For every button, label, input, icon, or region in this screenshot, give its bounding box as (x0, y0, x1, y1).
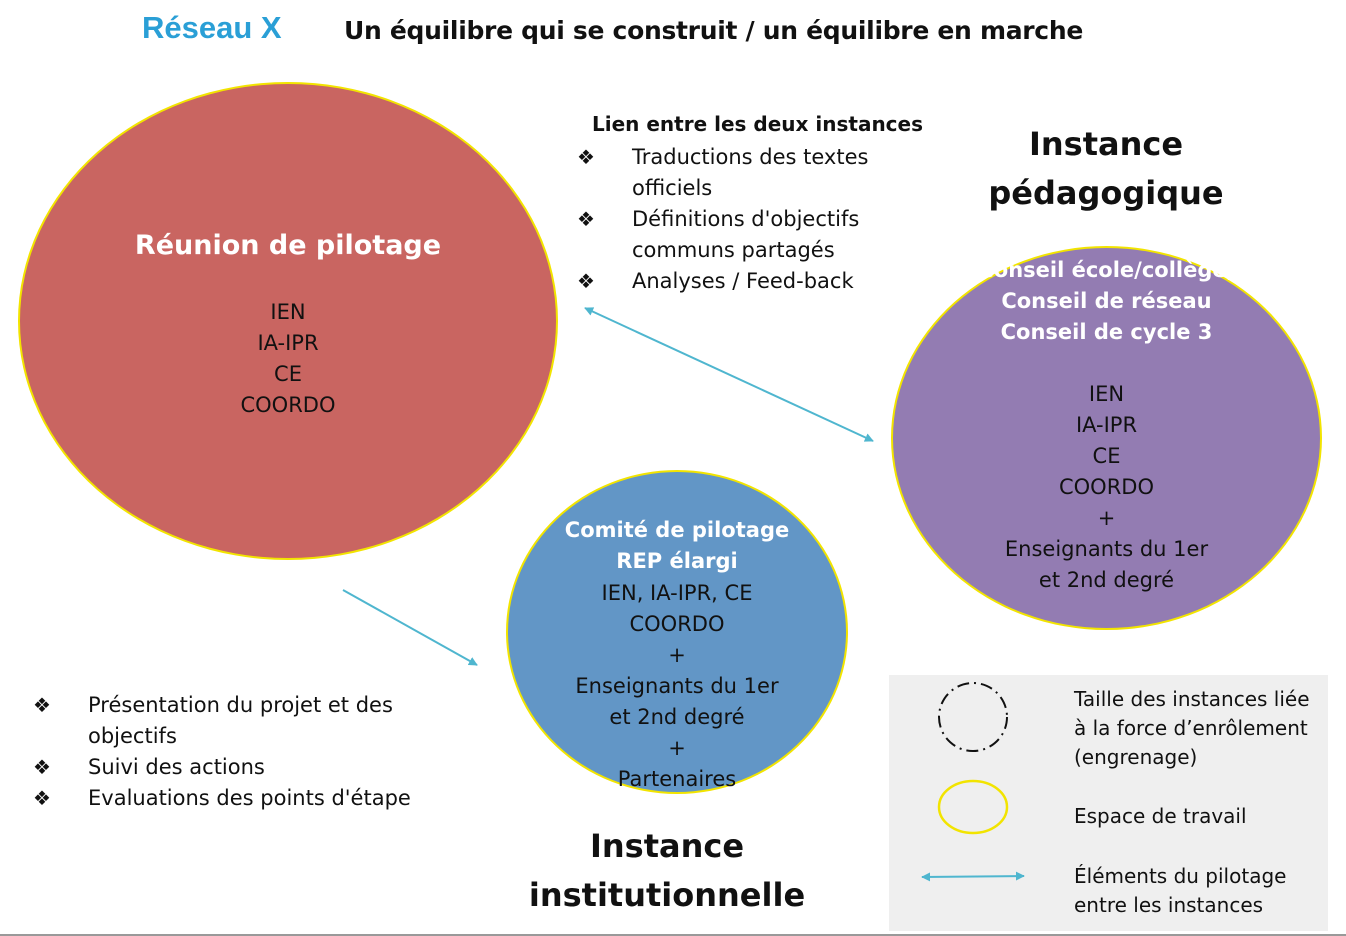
diamond-bullet-icon: ❖ (33, 693, 51, 717)
member-line: et 2nd degré (609, 705, 745, 729)
member-line: CE (274, 362, 302, 386)
list-item: ❖ Evaluations des points d'étape (33, 783, 453, 814)
list-item: ❖ Analyses / Feed-back (577, 266, 897, 297)
member-line: IEN (270, 300, 306, 324)
legend-size-text: Taille des instances liée à la force d’en… (1074, 685, 1334, 772)
member-line: COORDO (1058, 475, 1154, 499)
pilotage-arrow (342, 589, 478, 666)
list-item: ❖ Présentation du projet et des objectifs (33, 690, 453, 752)
instance-pedagogique-circle (891, 246, 1322, 630)
list-item-line: Présentation du projet et des (88, 693, 393, 717)
member-line: IA-IPR (257, 331, 319, 355)
member-line: + (1097, 506, 1116, 530)
lien-title: Lien entre les deux instances (592, 112, 924, 136)
legend-line: (engrenage) (1074, 745, 1198, 769)
legend-line: à la force d’enrôlement (1074, 716, 1308, 740)
list-item-line: officiels (632, 176, 713, 200)
reunion-pilotage-title: Réunion de pilotage (134, 230, 442, 261)
heading-line: Conseil de réseau (1001, 289, 1212, 313)
legend-double-arrow-icon (921, 871, 1025, 882)
pedagogique-members: IEN IA-IPR CE COORDO + Enseignants du 1er et 2… (931, 379, 1282, 596)
diamond-bullet-icon: ❖ (577, 269, 595, 293)
member-line: IEN (1088, 382, 1125, 406)
member-line: COORDO (629, 612, 725, 636)
legend-line: Éléments du pilotage (1074, 864, 1287, 888)
member-line: et 2nd degré (1038, 568, 1175, 592)
institutionnelle-members: IEN, IA-IPR, CE COORDO + Enseignants du 1er… (526, 578, 828, 795)
section-title-line: institutionnelle (528, 876, 806, 914)
heading-line: REP élargi (616, 549, 738, 573)
section-title-line: pédagogique (988, 174, 1224, 212)
legend-line: entre les instances (1074, 893, 1264, 917)
instance-institutionnelle-title: Instance institutionnelle (517, 822, 817, 920)
member-line: Enseignants du 1er (1004, 537, 1209, 561)
legend-line: Taille des instances liée (1074, 687, 1310, 711)
page-title: Un équilibre qui se construit / un équil… (344, 16, 1083, 45)
list-item-line: Suivi des actions (88, 755, 265, 779)
section-title-line: Instance (1028, 125, 1184, 163)
legend-workspace-text: Espace de travail (1074, 804, 1247, 828)
lien-list: ❖ Traductions des textes officiels ❖ Définit… (577, 142, 897, 297)
member-line: + (668, 736, 686, 760)
list-item-line: Evaluations des points d'étape (88, 786, 411, 810)
reunion-pilotage-circle (18, 82, 558, 560)
member-line: IEN, IA-IPR, CE (601, 581, 753, 605)
list-item-line: Traductions des textes (632, 145, 869, 169)
heading-line: Conseil école/collège, (978, 258, 1235, 282)
list-item: ❖ Suivi des actions (33, 752, 453, 783)
list-item-line: Définitions d'objectifs (632, 207, 860, 231)
heading-line: Conseil de cycle 3 (1000, 320, 1213, 344)
member-line: CE (1092, 444, 1121, 468)
list-item-line: objectifs (88, 724, 177, 748)
legend-dashdot-circle-icon (938, 682, 1008, 752)
diamond-bullet-icon: ❖ (577, 207, 595, 231)
heading-line: Comité de pilotage (564, 518, 790, 542)
list-item-line: Analyses / Feed-back (632, 269, 854, 293)
instance-institutionnelle-circle (506, 470, 848, 794)
list-item: ❖ Définitions d'objectifs communs partagés (577, 204, 897, 266)
legend-arrow-text: Éléments du pilotage entre les instances (1074, 862, 1334, 920)
list-item-line: communs partagés (632, 238, 835, 262)
reunion-members: IEN IA-IPR CE COORDO (138, 297, 438, 421)
legend-workspace-circle-icon (937, 779, 1009, 835)
lien-double-arrow (584, 307, 874, 442)
diamond-bullet-icon: ❖ (577, 145, 595, 169)
legend-panel (889, 675, 1328, 931)
instance-pedagogique-title: Instance pédagogique (956, 120, 1256, 218)
diamond-bullet-icon: ❖ (33, 755, 51, 779)
section-title-line: Instance (589, 827, 745, 865)
diamond-bullet-icon: ❖ (33, 786, 51, 810)
list-item: ❖ Traductions des textes officiels (577, 142, 897, 204)
member-line: IA-IPR (1075, 413, 1138, 437)
member-line: COORDO (240, 393, 336, 417)
member-line: + (668, 643, 686, 667)
member-line: Partenaires (617, 767, 737, 791)
brand-title: Réseau X (142, 10, 282, 45)
member-line: Enseignants du 1er (575, 674, 779, 698)
